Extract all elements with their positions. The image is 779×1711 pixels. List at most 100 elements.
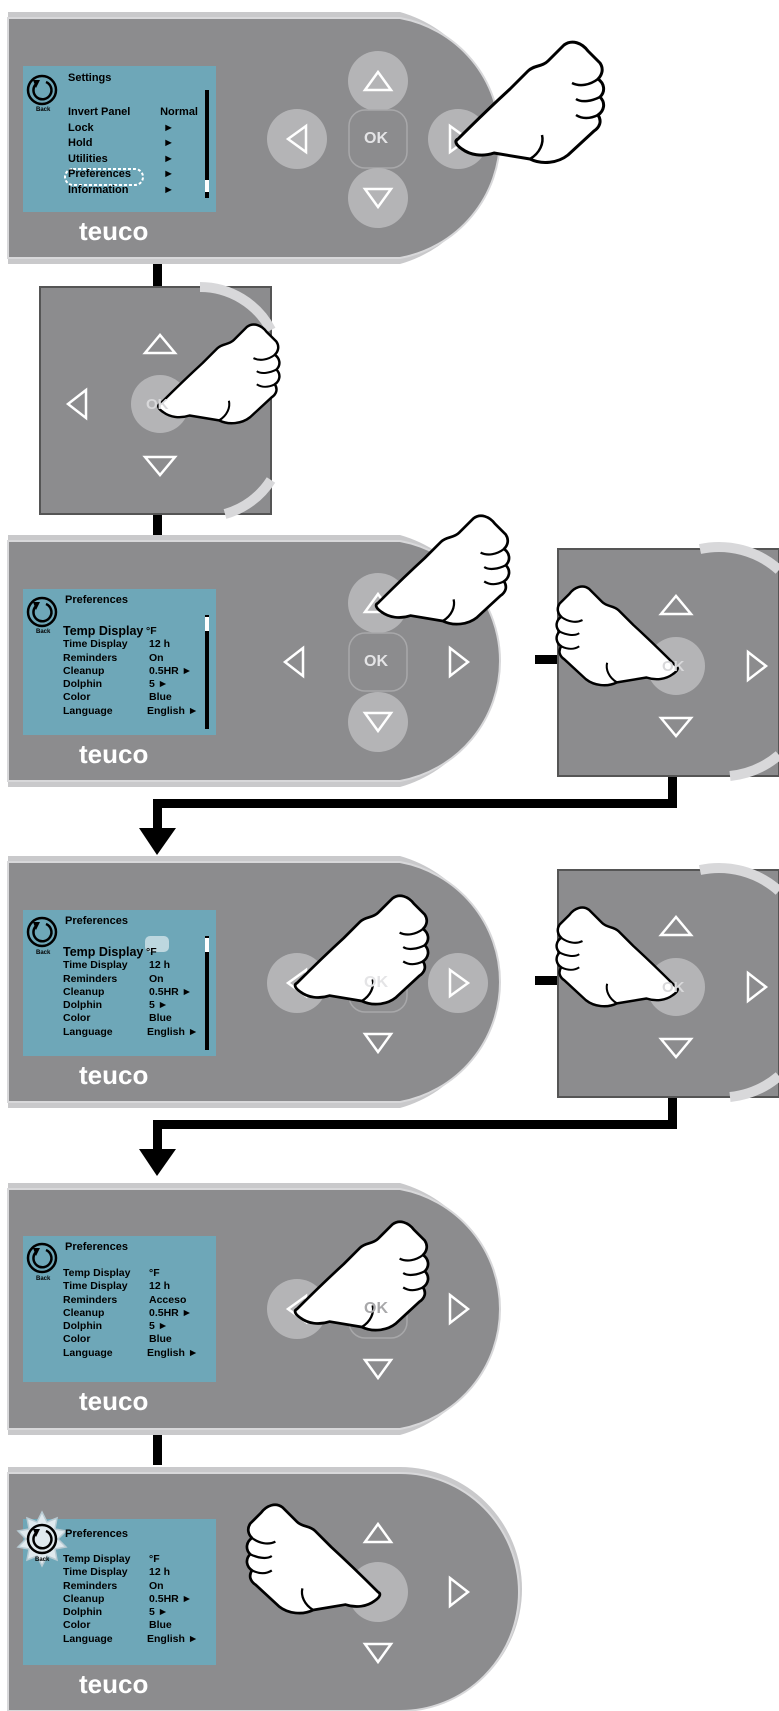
list-item[interactable]: Temp Display°F xyxy=(63,1267,160,1279)
right-arrow-icon[interactable] xyxy=(448,1292,471,1326)
screen-title: Preferences xyxy=(65,1241,128,1253)
zoom-panel-step-2 xyxy=(39,281,281,519)
back-icon[interactable] xyxy=(26,596,58,628)
ok-label: OK xyxy=(662,658,685,675)
scrollbar[interactable] xyxy=(205,936,209,1050)
down-button[interactable] xyxy=(348,168,408,228)
back-icon[interactable] xyxy=(26,74,58,106)
list-item[interactable]: Information► xyxy=(68,183,174,196)
down-arrow-icon[interactable] xyxy=(658,716,694,738)
screen-title: Settings xyxy=(68,72,112,84)
back-icon[interactable] xyxy=(26,916,58,948)
ok-label: OK xyxy=(364,130,388,147)
left-button[interactable] xyxy=(267,109,327,169)
list-item[interactable]: Temp Display°F xyxy=(63,945,157,959)
up-arrow-icon[interactable] xyxy=(142,333,178,355)
ok-label: OK xyxy=(364,974,388,991)
right-arrow-icon[interactable] xyxy=(448,645,471,679)
list-item[interactable]: Utilities► xyxy=(68,152,174,165)
down-arrow-icon[interactable] xyxy=(362,1358,394,1381)
ok-button[interactable] xyxy=(348,632,408,692)
control-panel-step-5 xyxy=(7,856,501,1108)
temp-value-highlight xyxy=(145,936,169,952)
down-arrow-icon[interactable] xyxy=(142,455,178,477)
back-label: Back xyxy=(35,1557,50,1563)
right-arrow-icon[interactable] xyxy=(746,649,769,683)
list-item[interactable]: Preferences► xyxy=(68,168,174,180)
up-arrow-icon[interactable] xyxy=(658,594,694,616)
ok-label: OK xyxy=(364,1300,388,1317)
screen-title: Preferences xyxy=(65,915,128,927)
right-arrow-icon[interactable] xyxy=(746,970,769,1004)
back-icon[interactable] xyxy=(26,1242,58,1274)
back-highlight-burst xyxy=(16,1510,68,1568)
left-arrow-icon[interactable] xyxy=(282,645,305,679)
back-label: Back xyxy=(36,629,51,635)
left-arrow-icon[interactable] xyxy=(65,387,88,421)
zoom-panel-step-4 xyxy=(557,542,779,781)
up-arrow-icon[interactable] xyxy=(362,1521,394,1544)
up-arrow-icon[interactable] xyxy=(658,915,694,937)
control-panel-step-7 xyxy=(7,1183,501,1435)
ok-label: OK xyxy=(364,653,388,670)
scrollbar[interactable] xyxy=(205,615,209,729)
right-button[interactable] xyxy=(428,953,488,1013)
scrollbar[interactable] xyxy=(205,90,209,198)
down-button[interactable] xyxy=(348,692,408,752)
down-arrow-icon[interactable] xyxy=(362,1032,394,1055)
list-item[interactable]: Temp Display°F xyxy=(63,1553,160,1565)
ok-label: OK xyxy=(662,979,685,996)
brand-logo: teuco xyxy=(79,1060,149,1090)
screen-title: Preferences xyxy=(65,594,128,606)
list-item[interactable]: Temp Display°F xyxy=(63,624,157,638)
brand-logo: teuco xyxy=(79,1669,149,1699)
control-panel-step-8 xyxy=(7,1467,522,1711)
brand-logo: teuco xyxy=(79,1386,149,1416)
back-label: Back xyxy=(36,1276,51,1282)
down-arrow-icon[interactable] xyxy=(658,1037,694,1059)
back-icon[interactable] xyxy=(26,1523,58,1555)
brand-logo: teuco xyxy=(79,739,149,769)
control-panel-step-3 xyxy=(7,514,511,787)
up-button[interactable] xyxy=(348,51,408,111)
list-item[interactable]: Hold► xyxy=(68,137,174,149)
brand-logo: teuco xyxy=(79,216,149,246)
down-arrow-icon[interactable] xyxy=(362,1642,394,1665)
right-arrow-icon[interactable] xyxy=(448,1575,471,1609)
screen-title: Preferences xyxy=(65,1528,128,1540)
list-item[interactable]: Lock► xyxy=(68,121,174,134)
zoom-panel-step-6 xyxy=(557,863,779,1102)
back-label: Back xyxy=(36,950,51,956)
